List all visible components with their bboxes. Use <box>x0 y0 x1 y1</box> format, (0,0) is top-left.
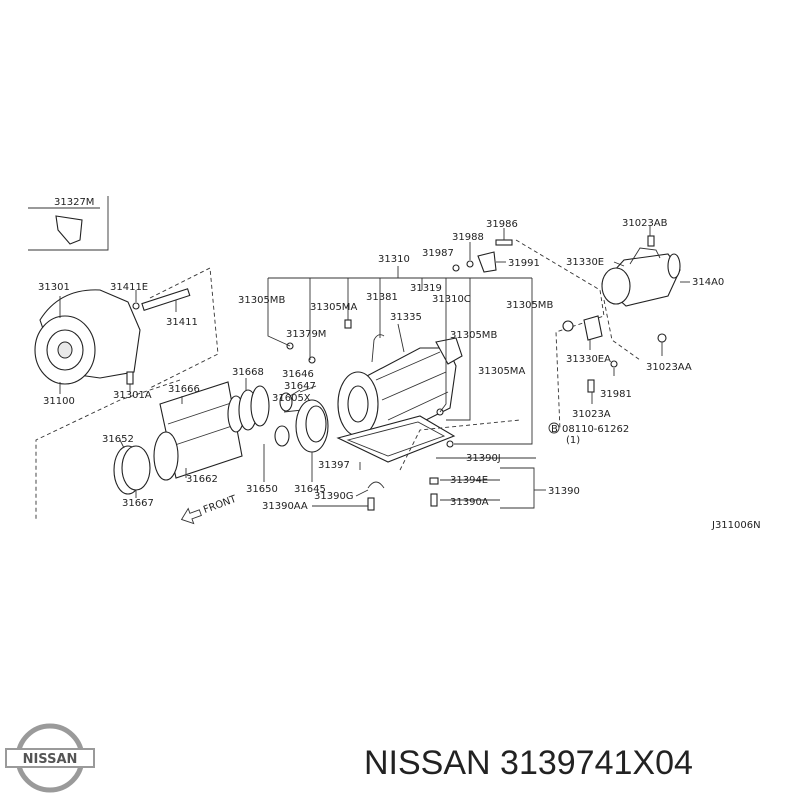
washer-31981 <box>610 360 618 368</box>
label-31988: 31988 <box>452 232 484 243</box>
label-bolt-qty: (1) <box>566 435 580 446</box>
plug-31390a <box>430 493 438 507</box>
sun-gear <box>121 445 151 491</box>
nut-31330ea <box>562 320 574 332</box>
spacer-31605x <box>279 392 293 412</box>
logo-bar <box>5 748 95 768</box>
front-arrow-icon <box>180 507 202 525</box>
bracket-31330ea <box>583 315 603 341</box>
label-31305MA-mid: 31305MA <box>478 366 525 377</box>
plug-31305ma <box>344 319 352 329</box>
inset-frame <box>28 196 109 251</box>
diagram-code: J311006N <box>711 520 761 531</box>
label-31650: 31650 <box>246 484 278 495</box>
case-bore <box>347 385 369 423</box>
label-31646: 31646 <box>282 369 314 380</box>
label-31023AA: 31023AA <box>646 362 692 373</box>
label-31305MA-top: 31305MA <box>310 302 357 313</box>
input-shaft <box>141 288 191 311</box>
label-31647: 31647 <box>284 381 316 392</box>
mount-boss <box>629 247 661 265</box>
label-31652: 31652 <box>102 434 134 445</box>
label-31330E: 31330E <box>566 257 604 268</box>
label-31023AB: 31023AB <box>622 218 668 229</box>
label-bolt-symbol: B <box>551 424 558 435</box>
label-31381: 31381 <box>366 292 398 303</box>
label-31305MB-right: 31305MB <box>506 300 553 311</box>
clip-31988 <box>466 260 474 268</box>
clip-31390g <box>367 481 385 489</box>
converter-center <box>57 341 73 359</box>
drum-front <box>153 431 179 481</box>
label-31390A: 31390A <box>450 497 489 508</box>
retainer-inner <box>305 405 327 443</box>
seal-ring-3 <box>250 385 270 427</box>
drain-plug-31390aa <box>367 497 375 511</box>
washer-31394e <box>429 477 439 485</box>
dashed-outline-rear <box>515 239 605 431</box>
extension-end <box>667 253 681 279</box>
label-31319: 31319 <box>410 283 442 294</box>
washer-31987 <box>452 264 460 272</box>
label-31390G: 31390G <box>314 491 354 502</box>
label-31330EA: 31330EA <box>566 354 611 365</box>
front-label: FRONT <box>202 494 239 516</box>
label-31301: 31301 <box>38 282 70 293</box>
label-31605X: 31605X <box>272 393 311 404</box>
label-31379M: 31379M <box>286 329 326 340</box>
breather-tube <box>371 334 385 363</box>
part-caption: NISSAN 3139741X04 <box>364 744 693 782</box>
label-31390: 31390 <box>548 486 580 497</box>
label-31662: 31662 <box>186 474 218 485</box>
label-31397: 31397 <box>318 460 350 471</box>
label-31327M: 31327M <box>54 197 94 208</box>
label-31301A: 31301A <box>113 390 152 401</box>
label-31023A: 31023A <box>572 409 611 420</box>
rear-flange <box>435 337 463 365</box>
bolt-31023ab <box>647 235 655 247</box>
label-bolt-spec: 08110-61262 <box>562 424 629 435</box>
gasket-piece <box>55 215 83 245</box>
pin-31986 <box>495 239 513 246</box>
label-31310C: 31310C <box>432 294 471 305</box>
bracket-31991 <box>477 251 497 273</box>
nut-31023aa <box>657 333 667 343</box>
oil-pan <box>336 415 456 463</box>
dashed-outline-lower <box>35 379 181 520</box>
logo-text: NISSAN <box>23 752 78 767</box>
label-31310: 31310 <box>378 254 410 265</box>
oil-seal-31650 <box>274 425 290 447</box>
bolt-callout-circle <box>548 422 560 434</box>
label-31667: 31667 <box>122 498 154 509</box>
label-31666: 31666 <box>168 384 200 395</box>
label-31411: 31411 <box>166 317 198 328</box>
label-314A0: 314A0 <box>692 277 724 288</box>
housing-bolt <box>126 371 134 385</box>
bolt-31646 <box>308 356 316 364</box>
label-31991: 31991 <box>508 258 540 269</box>
dashed-outline-case <box>399 419 521 471</box>
label-31305MB-mid: 31305MB <box>450 330 497 341</box>
label-31305MB-left: 31305MB <box>238 295 285 306</box>
shaft-seal <box>132 302 140 310</box>
label-31987: 31987 <box>422 248 454 259</box>
bolt-31023a <box>587 379 595 393</box>
label-31335: 31335 <box>390 312 422 323</box>
label-31394E: 31394E <box>450 475 488 486</box>
dashed-outline-left <box>149 267 219 389</box>
label-31100: 31100 <box>43 396 75 407</box>
label-31981: 31981 <box>600 389 632 400</box>
label-31390AA: 31390AA <box>262 501 308 512</box>
label-31390J: 31390J <box>466 453 501 464</box>
extension-flange <box>601 267 631 305</box>
nissan-logo: NISSAN <box>5 723 95 793</box>
label-31411E: 31411E <box>110 282 148 293</box>
label-31986: 31986 <box>486 219 518 230</box>
label-31668: 31668 <box>232 367 264 378</box>
front-arrow: FRONT <box>180 494 239 525</box>
bolt-31390j <box>446 440 454 448</box>
label-31645: 31645 <box>294 484 326 495</box>
